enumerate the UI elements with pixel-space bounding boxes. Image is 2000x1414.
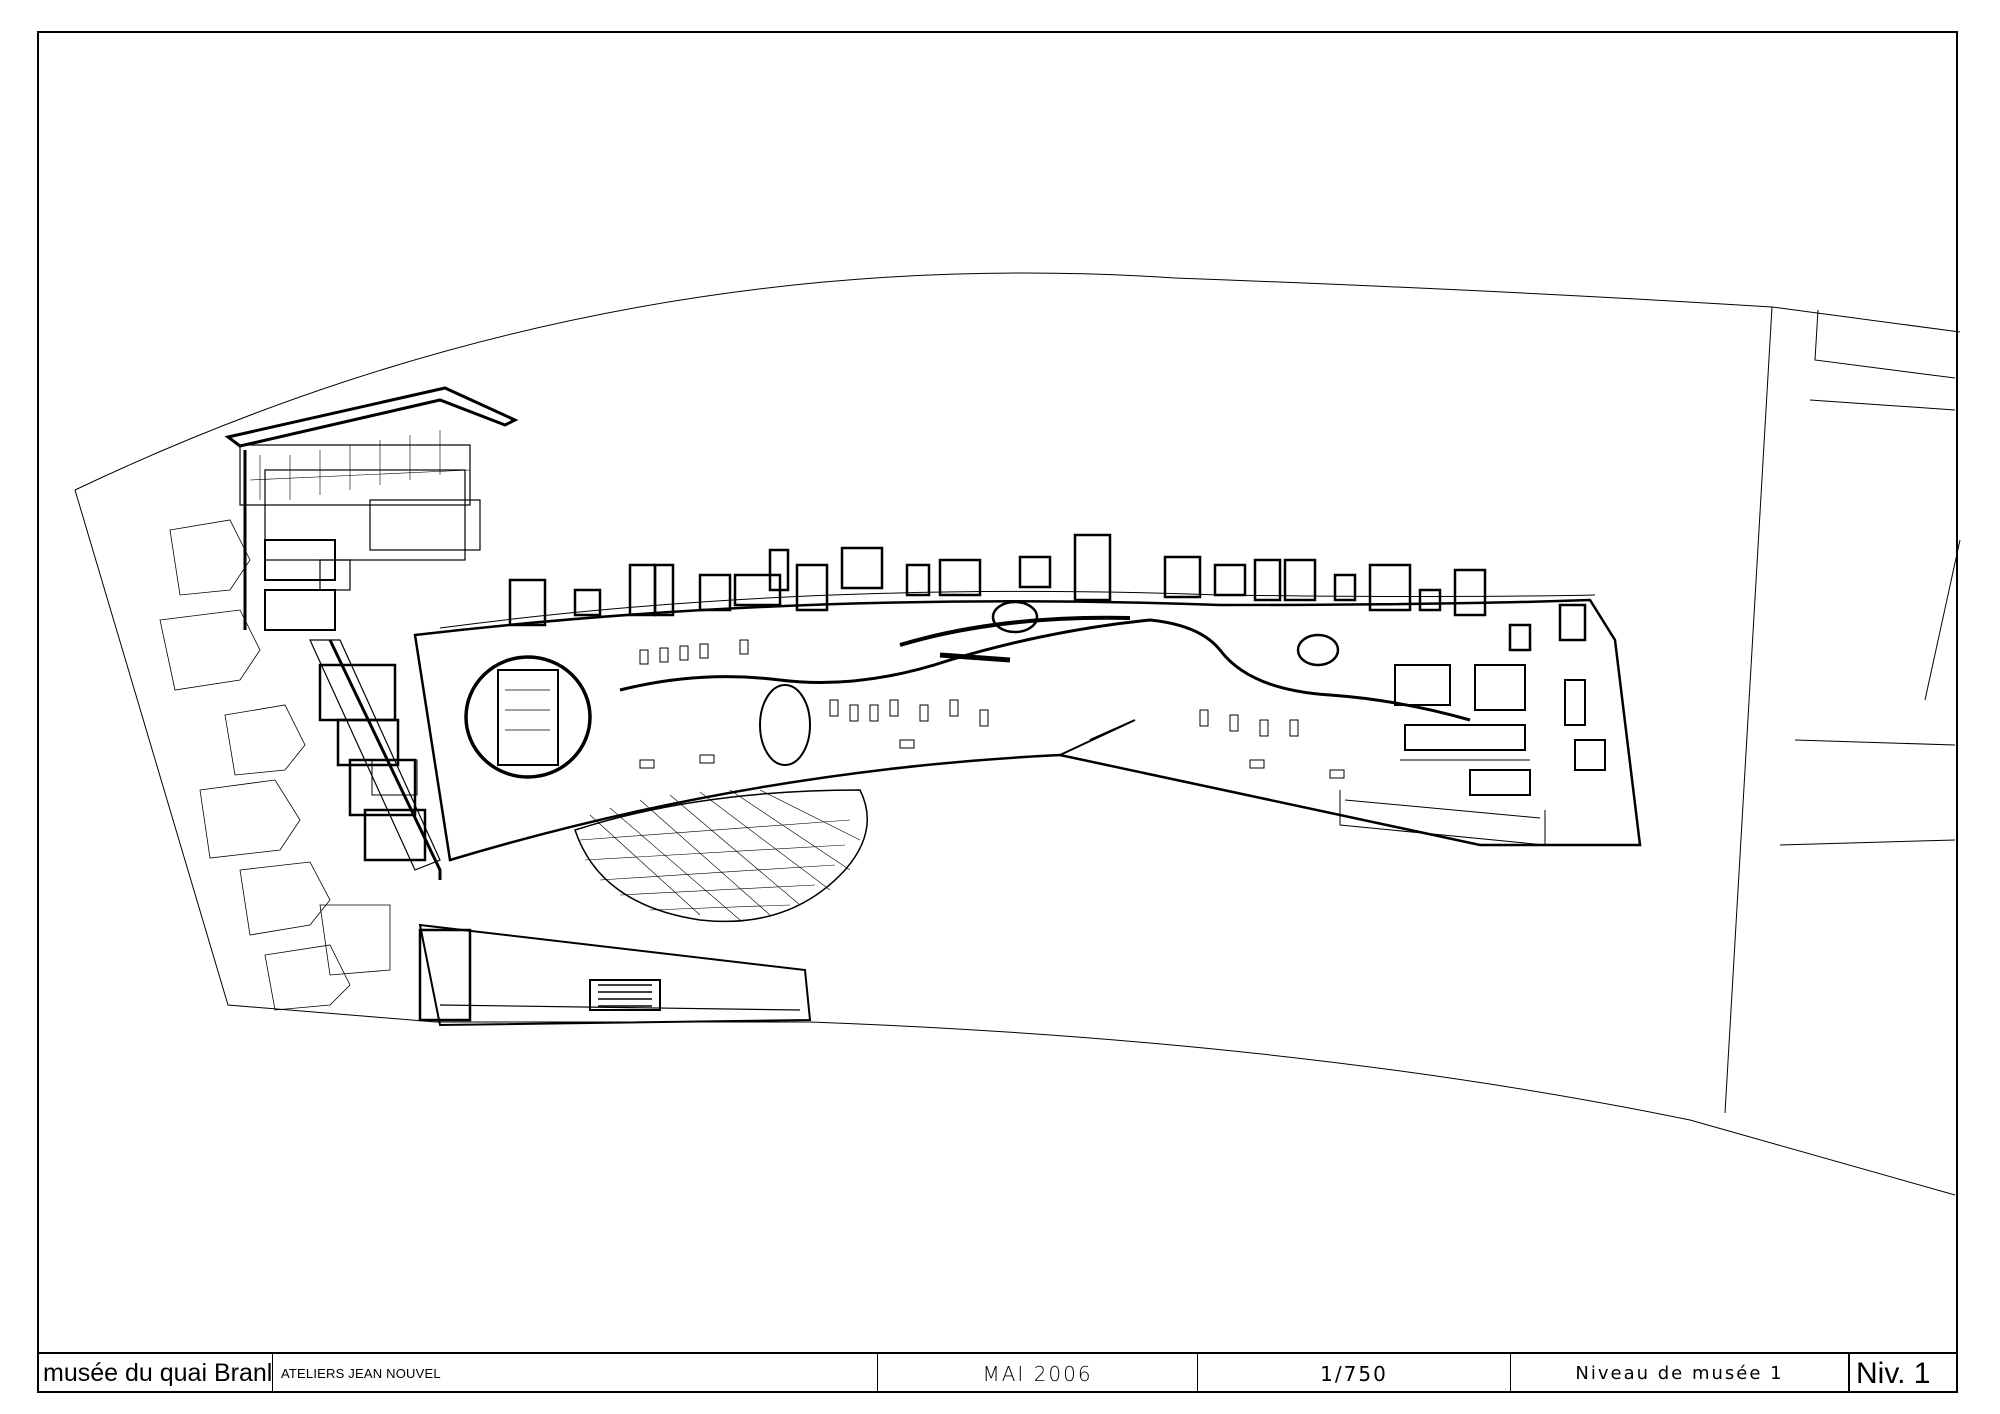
office-wing	[224, 386, 519, 631]
lower-wing	[319, 904, 812, 1027]
circulation-path	[619, 600, 1471, 766]
service-wing	[309, 639, 442, 880]
gallery-main	[413, 590, 1642, 862]
facade-boxes	[508, 533, 1587, 652]
drawing-scale: 1/750	[1198, 1354, 1511, 1393]
south-terrace	[1339, 790, 1546, 846]
display-cases	[639, 639, 1345, 779]
level-name: Niveau de musée 1	[1511, 1354, 1849, 1393]
oval-room	[464, 655, 592, 779]
site-outline	[74, 272, 1961, 1196]
interior-rooms-right	[1394, 664, 1606, 796]
architect-name: ATELIERS JEAN NOUVEL	[273, 1354, 878, 1393]
museum-name: musée du quai Branly	[37, 1354, 273, 1393]
level-code: Niv. 1	[1849, 1354, 1958, 1393]
drawing-frame	[37, 31, 1958, 1393]
title-block: musée du quai Branly ATELIERS JEAN NOUVE…	[37, 1352, 1958, 1393]
glazed-roof	[574, 789, 868, 923]
adjacent-buildings	[159, 519, 351, 1011]
drawing-date: MAI 2006	[878, 1354, 1198, 1393]
